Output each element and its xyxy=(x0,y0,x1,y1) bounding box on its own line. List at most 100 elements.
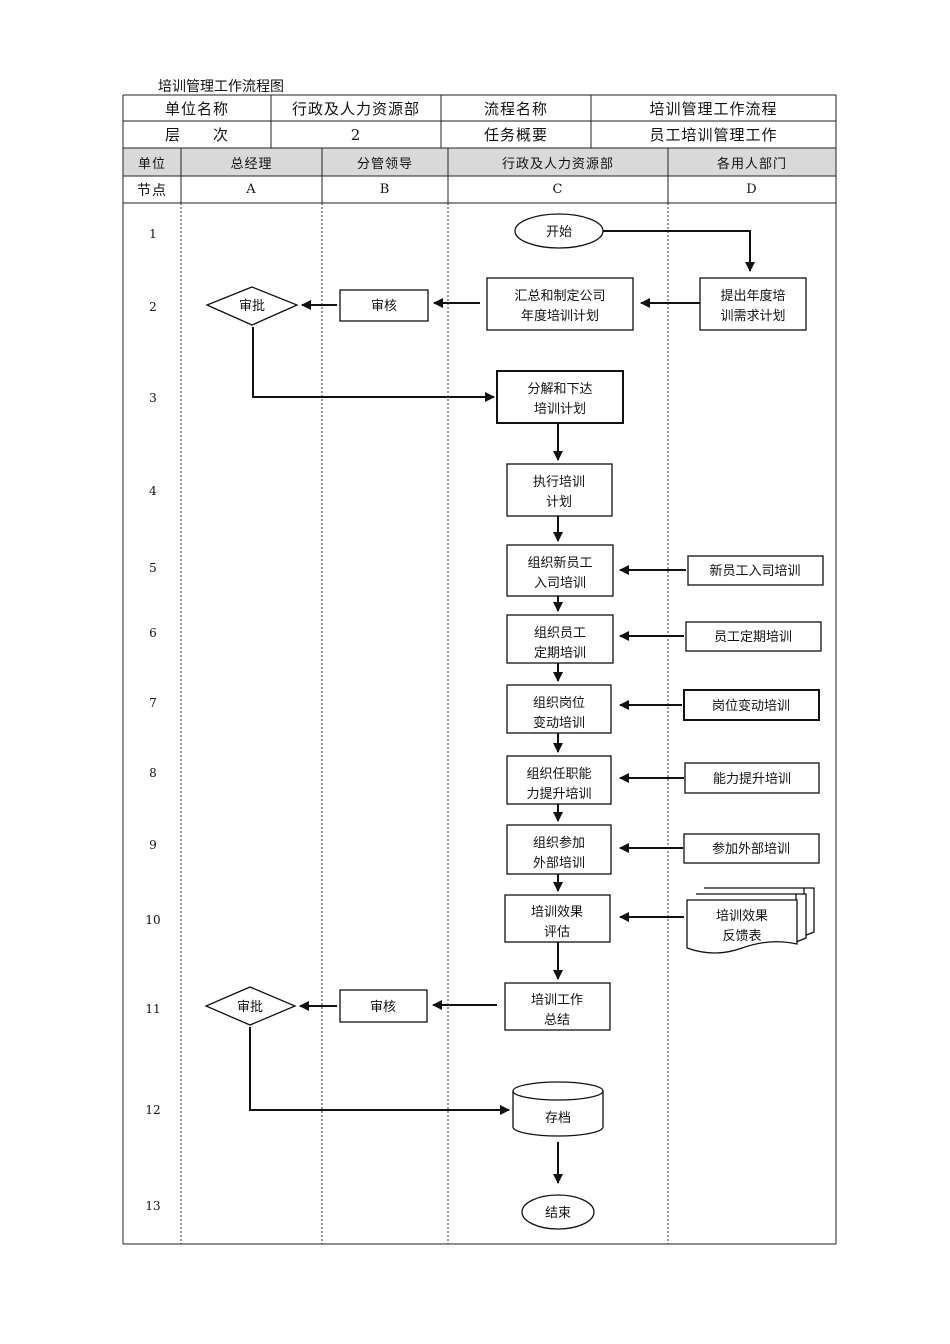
end-label: 结束 xyxy=(545,1206,571,1221)
new-staff-label: 入司培训 xyxy=(534,575,586,591)
position-input-box xyxy=(683,689,820,721)
feedback-doc-label: 培训效果 xyxy=(716,908,768,924)
review-label-2: 审核 xyxy=(370,1000,396,1015)
position-input-label: 岗位变动培训 xyxy=(712,698,790,714)
lane-header-c: 行政及人力资源部 xyxy=(501,156,614,172)
position-box xyxy=(506,684,612,734)
node-code-d: D xyxy=(746,182,758,197)
row-number: 4 xyxy=(149,484,157,498)
lane-header-unit: 单位 xyxy=(137,156,166,172)
evaluate-label: 评估 xyxy=(544,925,570,940)
external-label: 组织参加 xyxy=(533,835,585,851)
ability-label: 组织任职能 xyxy=(526,767,591,782)
row-number: 7 xyxy=(149,696,157,710)
review-box-2 xyxy=(339,989,428,1023)
position-label: 组织岗位 xyxy=(533,696,585,711)
periodic-label: 定期培训 xyxy=(534,645,586,661)
lane-dividers xyxy=(180,203,669,1244)
document-title: 培训管理工作流程图 xyxy=(158,79,284,95)
row-number: 8 xyxy=(149,766,157,780)
ability-input-label: 能力提升培训 xyxy=(713,771,791,787)
split-plan-label: 分解和下达 xyxy=(527,382,592,397)
ability-input-box xyxy=(684,762,820,794)
node-code-b: B xyxy=(379,182,391,197)
approve-label-1: 审批 xyxy=(239,299,265,314)
summary-label: 总结 xyxy=(544,1013,570,1028)
row-number: 9 xyxy=(149,838,157,852)
execute-plan-box xyxy=(506,463,613,517)
new-staff-input-box xyxy=(687,555,824,586)
new-staff-box xyxy=(506,544,614,597)
external-label: 外部培训 xyxy=(533,855,585,871)
level-value: 2 xyxy=(350,125,362,144)
row-number: 2 xyxy=(149,300,157,314)
propose-plan-label: 训需求计划 xyxy=(720,309,785,324)
split-plan-box xyxy=(496,370,624,424)
end-terminal xyxy=(521,1194,595,1230)
summary-label: 培训工作 xyxy=(531,992,583,1008)
flow-name-value: 培训管理工作流程 xyxy=(649,99,778,118)
compile-plan-box xyxy=(486,277,634,331)
row-number: 6 xyxy=(149,626,157,640)
archive-label: 存档 xyxy=(545,1111,571,1126)
start-label: 开始 xyxy=(546,225,572,240)
connectors xyxy=(249,230,755,1184)
split-plan-label: 培训计划 xyxy=(534,401,586,417)
summary-box xyxy=(504,982,611,1031)
external-input-box xyxy=(683,833,820,864)
periodic-box xyxy=(506,614,614,664)
propose-plan-box xyxy=(699,277,807,331)
ability-box xyxy=(506,755,612,805)
compile-plan-label: 汇总和制定公司 xyxy=(514,289,605,304)
row-number: 11 xyxy=(145,1002,161,1016)
arrow-start-to-propose xyxy=(603,230,755,272)
task-summary-label: 任务概要 xyxy=(483,126,548,144)
node-code-a: A xyxy=(246,182,257,197)
row-number: 5 xyxy=(149,561,157,575)
review-box-1 xyxy=(339,289,429,322)
row-number: 3 xyxy=(149,391,157,405)
compile-plan-label: 年度培训计划 xyxy=(521,308,599,324)
approve-diamond-2 xyxy=(204,986,297,1026)
external-input-label: 参加外部培训 xyxy=(712,841,790,857)
task-summary-value: 员工培训管理工作 xyxy=(649,126,778,144)
periodic-input-label: 员工定期培训 xyxy=(714,629,792,645)
ability-label: 力提升培训 xyxy=(526,786,591,802)
execute-plan-label: 执行培训 xyxy=(533,474,585,490)
feedback-doc-shape xyxy=(686,899,798,954)
evaluate-box xyxy=(504,894,611,943)
unit-name-label: 单位名称 xyxy=(164,99,229,118)
row-number: 10 xyxy=(145,913,161,927)
execute-plan-label: 计划 xyxy=(546,495,572,510)
evaluate-label: 培训效果 xyxy=(531,904,583,920)
node-header-label: 节点 xyxy=(137,182,167,199)
review-label-1: 审核 xyxy=(371,299,397,314)
lane-header-background xyxy=(123,148,836,176)
periodic-label: 组织员工 xyxy=(534,626,586,641)
position-label: 变动培训 xyxy=(533,715,585,731)
feedback-doc-label: 反馈表 xyxy=(722,929,761,944)
approve-diamond-1 xyxy=(205,286,299,326)
row-number: 13 xyxy=(145,1199,161,1213)
arrow-approve-to-archive xyxy=(249,1027,510,1115)
lane-header-d: 各用人部门 xyxy=(716,156,787,172)
lane-header-b: 分管领导 xyxy=(356,156,413,172)
periodic-input-box xyxy=(685,621,822,652)
external-box xyxy=(506,824,612,875)
row-number: 1 xyxy=(149,227,157,241)
table-grid xyxy=(122,94,837,1245)
approve-label-2: 审批 xyxy=(237,1000,263,1015)
propose-plan-label: 提出年度培 xyxy=(720,288,785,304)
archive-cylinder-body xyxy=(512,1091,604,1137)
arrow-approve-to-split xyxy=(252,327,495,402)
unit-name-value: 行政及人力资源部 xyxy=(291,99,420,118)
level-label: 层 次 xyxy=(164,126,229,144)
lane-header-a: 总经理 xyxy=(230,156,273,172)
start-terminal xyxy=(514,213,604,249)
flow-name-label: 流程名称 xyxy=(483,99,548,118)
new-staff-label: 组织新员工 xyxy=(527,555,592,571)
archive-cylinder-top xyxy=(512,1081,604,1101)
row-number: 12 xyxy=(145,1103,161,1117)
node-code-c: C xyxy=(552,182,564,197)
